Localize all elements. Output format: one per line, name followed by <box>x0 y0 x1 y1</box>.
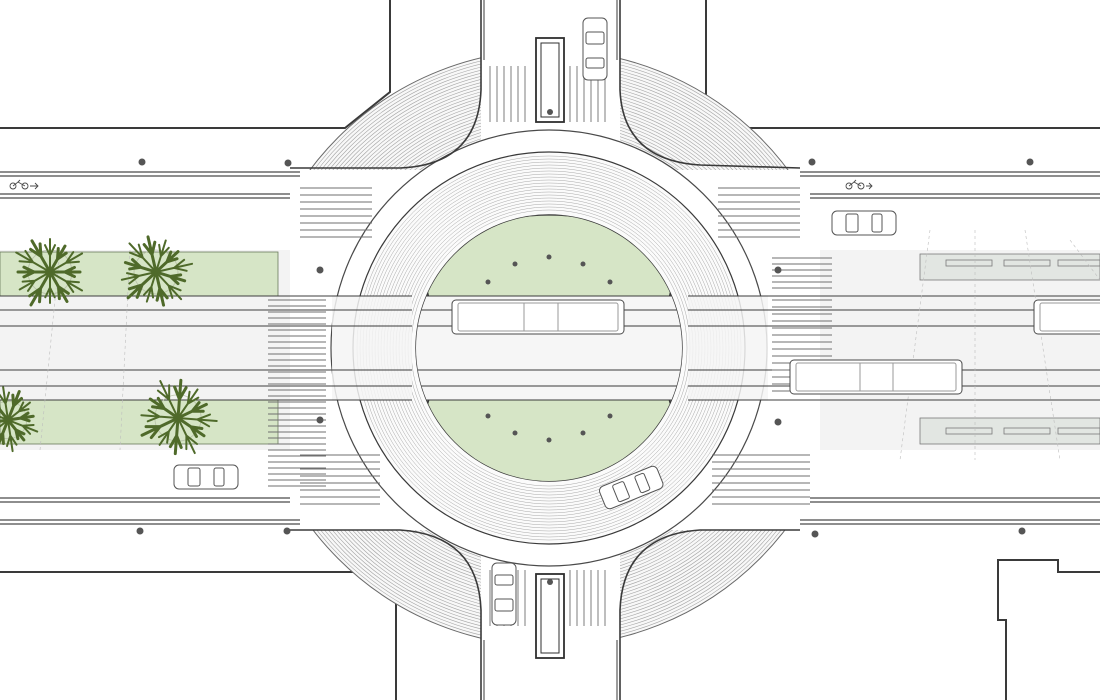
tree-3 <box>140 378 218 456</box>
tree-1 <box>15 238 84 307</box>
street-trees <box>0 235 218 456</box>
car-south <box>491 562 517 626</box>
street-lines <box>0 171 1100 525</box>
tram-east-edge <box>1033 299 1100 335</box>
arm-lane-lines <box>483 0 618 700</box>
tree-2 <box>120 235 194 307</box>
crosswalk-east <box>712 187 832 505</box>
tram-platform-north <box>919 253 1100 281</box>
bike-lane-symbols <box>9 179 873 190</box>
car-north <box>582 17 608 81</box>
cars <box>173 17 897 626</box>
tram-center <box>451 299 625 335</box>
median-green-sw <box>0 399 279 445</box>
curb-returns <box>290 0 801 700</box>
bike-symbol-west <box>9 179 39 190</box>
trams <box>451 299 1100 395</box>
splitter-islands <box>535 37 565 659</box>
car-roundabout <box>599 465 664 510</box>
block-north-west <box>0 0 391 129</box>
street-lights <box>136 158 1034 538</box>
car-west-bottom <box>173 464 239 490</box>
tram-platform-south <box>919 417 1100 445</box>
bike-symbol-east <box>845 179 873 190</box>
central-island-bollards <box>485 254 613 443</box>
paving-guide-lines <box>39 229 1100 461</box>
car-east-top <box>831 210 897 236</box>
crosswalk-west <box>268 187 380 505</box>
tram-crossing <box>332 295 768 401</box>
block-south-east <box>997 559 1100 700</box>
south-splitter-island <box>535 573 565 659</box>
tram-east <box>789 359 963 395</box>
tree-4 <box>0 386 39 453</box>
tram-platforms <box>919 253 1100 445</box>
